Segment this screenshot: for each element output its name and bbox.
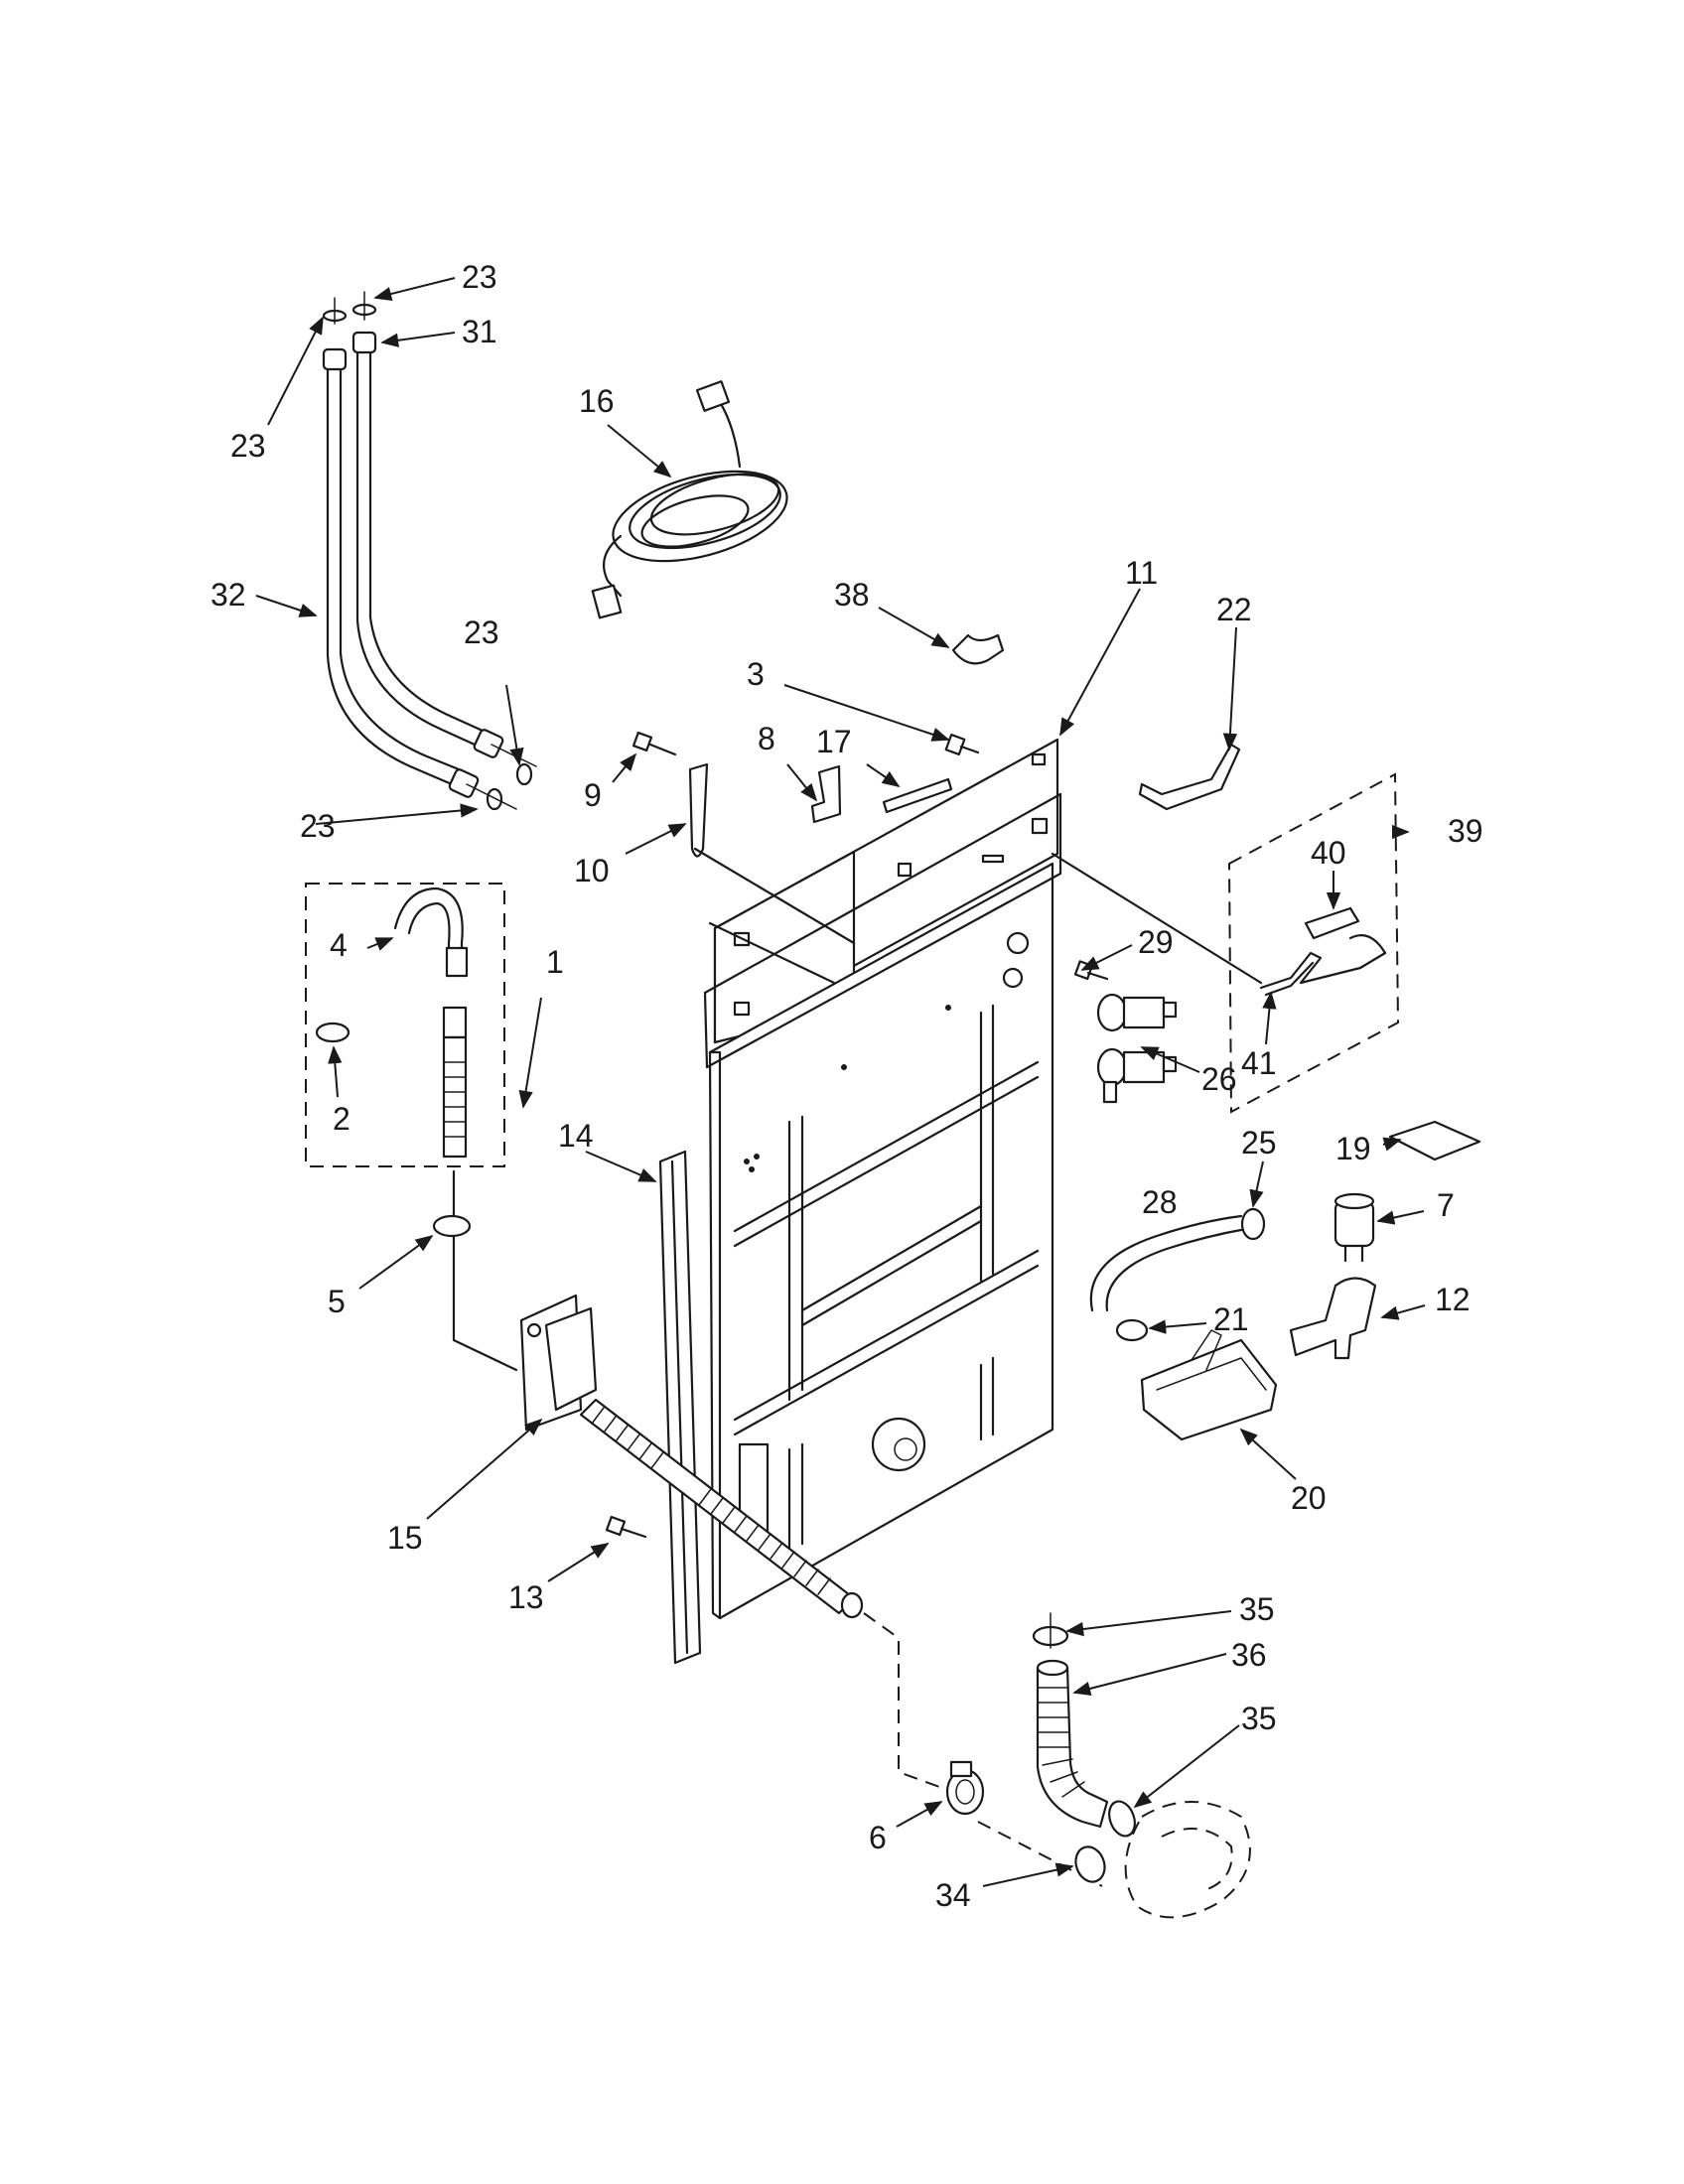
kit-1-box: [305, 883, 505, 1167]
hose-28: [1089, 1214, 1243, 1312]
drain-hose: [579, 1398, 864, 1619]
capacitor-7: [1333, 1192, 1375, 1263]
clamp-6: [945, 1760, 985, 1816]
callout-19: 19: [1335, 1131, 1371, 1166]
callout-10: 10: [574, 853, 610, 888]
hose-ribs: [591, 1407, 831, 1595]
rear-panel: [703, 738, 1062, 1620]
callout-6: 6: [869, 1820, 887, 1855]
screw-13: [605, 1515, 647, 1539]
clamp-5: [432, 1214, 472, 1238]
callout-34: 34: [935, 1877, 971, 1913]
callout-13: 13: [508, 1579, 544, 1615]
callout-23: 23: [230, 428, 266, 464]
kit-1-parts: [315, 887, 469, 1159]
kit-39-parts: [1259, 906, 1387, 997]
callout-20: 20: [1291, 1480, 1327, 1516]
callout-2: 2: [333, 1101, 351, 1137]
callout-39: 39: [1448, 813, 1483, 849]
clamp-21: [1115, 1318, 1149, 1342]
callout-3: 3: [747, 656, 765, 692]
callout-35: 35: [1241, 1701, 1277, 1736]
callout-12: 12: [1435, 1282, 1471, 1317]
callout-17: 17: [816, 724, 852, 759]
bracket-12: [1289, 1277, 1377, 1360]
callout-28: 28: [1142, 1184, 1178, 1220]
callout-11: 11: [1125, 555, 1158, 591]
callout-23: 23: [464, 614, 499, 650]
lever-10: [688, 762, 709, 858]
leader-panel-kit39: [1051, 852, 1263, 985]
callout-26: 26: [1201, 1061, 1237, 1097]
callout-15: 15: [387, 1520, 423, 1556]
callout-29: 29: [1138, 924, 1174, 960]
callout-5: 5: [328, 1284, 346, 1319]
screw-3: [944, 733, 980, 756]
strip-17: [882, 777, 953, 814]
label-19: [1388, 1120, 1481, 1161]
callout-32: 32: [210, 577, 246, 613]
callout-22: 22: [1216, 592, 1252, 627]
inlet-hoses: [322, 291, 537, 811]
housing-20: [1140, 1338, 1278, 1441]
leader-lines: [255, 277, 1426, 1887]
bracket-22: [1138, 743, 1241, 811]
power-cord: [591, 380, 788, 619]
callout-21: 21: [1213, 1301, 1249, 1337]
hose-extension: [1032, 1612, 1251, 1919]
callout-9: 9: [584, 777, 602, 813]
callout-40: 40: [1311, 835, 1346, 871]
hose-path-line: [863, 1612, 954, 1793]
callout-4: 4: [330, 927, 348, 963]
callout-7: 7: [1437, 1187, 1455, 1223]
clamp-25: [1240, 1207, 1266, 1241]
clip-8: [810, 764, 842, 824]
screw-29: [1073, 960, 1109, 981]
callout-labels: 23 31 23 16 32 23 23 38 11 22 3 8 17 9 1…: [210, 259, 1483, 1913]
callout-1: 1: [546, 944, 564, 980]
kit-39-box: [1227, 772, 1400, 1114]
side-rail: [658, 1150, 702, 1665]
hose-bracket: [519, 1294, 598, 1432]
callout-35: 35: [1239, 1591, 1275, 1627]
screw-9: [632, 731, 677, 756]
callout-23: 23: [462, 259, 497, 295]
water-valve-26: [1096, 993, 1178, 1104]
callout-41: 41: [1241, 1045, 1277, 1081]
callout-25: 25: [1241, 1125, 1277, 1160]
clip-38: [951, 633, 1005, 665]
callout-36: 36: [1231, 1637, 1267, 1673]
callout-38: 38: [834, 577, 870, 613]
callout-23: 23: [300, 808, 336, 844]
callout-14: 14: [558, 1118, 594, 1154]
callout-16: 16: [579, 383, 615, 419]
callout-31: 31: [462, 314, 497, 349]
callout-8: 8: [758, 721, 775, 756]
